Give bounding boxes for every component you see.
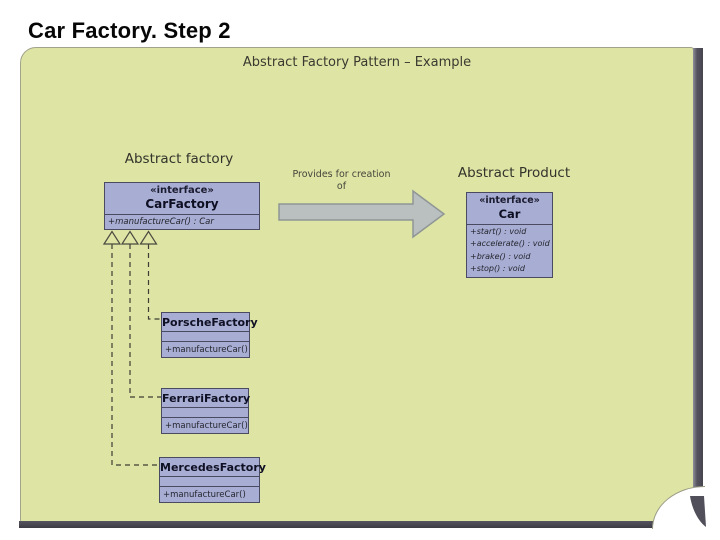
method-label: +start() : void: [470, 227, 527, 236]
realization-line-mercedes: [111, 244, 159, 466]
class-box-mercedesfactory: MercedesFactory +manufactureCar(): [159, 457, 266, 503]
method-label: +brake() : void: [470, 251, 531, 261]
slide-frame-right: [693, 48, 703, 521]
realization-arrowhead-icon: [102, 230, 122, 245]
realization-arrowhead-icon: [139, 230, 158, 245]
method-label: +manufactureCar(): [162, 417, 248, 433]
class-name: Car: [498, 207, 521, 221]
method-label: +stop() : void: [470, 263, 525, 273]
method-label: +manufactureCar(): [160, 486, 259, 502]
attributes-compartment: [162, 331, 249, 341]
class-box-car: «interface» Car +start() : void +acceler…: [466, 192, 553, 279]
slide-title: Abstract Factory Pattern – Example: [242, 55, 472, 70]
stereotype-label: «interface»: [479, 195, 540, 206]
page-curl-tip-icon: [690, 496, 706, 527]
class-header: «interface» CarFactory: [105, 183, 259, 214]
class-header: «interface» Car: [467, 193, 552, 224]
slide-canvas: Abstract Factory Pattern – Example Abstr…: [20, 47, 694, 523]
method-label: +manufactureCar(): [162, 341, 249, 357]
attributes-compartment: [160, 476, 259, 486]
class-box-ferrarifactory: FerrariFactory +manufactureCar(): [161, 388, 251, 434]
arrow-caption: Provides for creation of: [269, 169, 414, 193]
class-box-carfactory: «interface» CarFactory +manufactureCar()…: [104, 182, 260, 230]
method-label: +manufactureCar() : Car: [108, 217, 214, 227]
slide-frame-bottom: [19, 521, 703, 528]
diagram-connectors: [102, 189, 446, 466]
arrow-caption-line: of: [336, 181, 347, 192]
realization-arrowhead-icon: [120, 230, 140, 245]
label-abstract-product: Abstract Product: [457, 165, 571, 181]
realization-line-ferrari: [129, 244, 161, 398]
attributes-compartment: [162, 407, 248, 417]
class-name: CarFactory: [145, 197, 219, 211]
arrow-caption-line: Provides for creation: [292, 169, 391, 180]
class-name: MercedesFactory: [160, 461, 266, 474]
stereotype-label: «interface»: [150, 185, 214, 196]
method-label: +accelerate() : void: [470, 239, 550, 249]
creation-arrow-icon: [278, 189, 446, 239]
class-name: FerrariFactory: [162, 392, 251, 405]
label-abstract-factory: Abstract factory: [124, 151, 234, 167]
class-box-porschefactory: PorscheFactory +manufactureCar(): [161, 312, 258, 358]
class-name: PorscheFactory: [162, 316, 258, 329]
realization-line-porsche: [147, 244, 161, 320]
page-title: Car Factory. Step 2: [28, 18, 231, 43]
